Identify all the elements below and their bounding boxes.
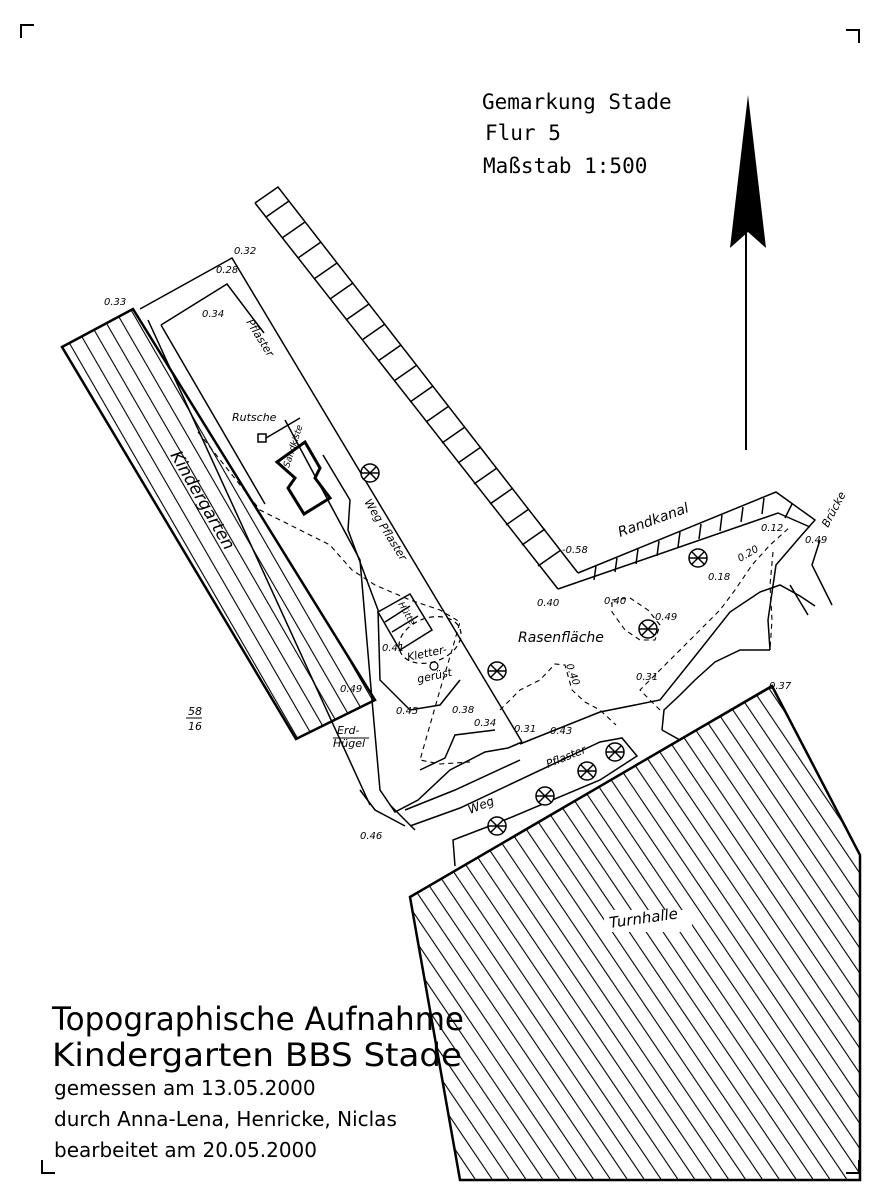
height-value: 0.28 (216, 265, 238, 276)
tree-icon (487, 661, 507, 681)
klettergeruest-label-1: Kletter- (406, 643, 448, 664)
tree-icon (487, 816, 507, 836)
north-arrow-icon (730, 95, 766, 450)
rutsche-label: Rutsche (232, 411, 277, 424)
kindergarten-building (60, 307, 377, 741)
klettergeruest-label-2: gerüst (416, 666, 454, 686)
height-value: 0.34 (202, 309, 224, 320)
rasenflaeche-label: Rasenfläche (518, 630, 604, 646)
title-line-2: Kindergarten BBS Stade (52, 1036, 462, 1074)
klettergeruest-marker (429, 661, 439, 671)
playground-boundary (139, 256, 523, 806)
tree-icon (535, 786, 555, 806)
height-value: 0.49 (655, 612, 677, 623)
inner-walkway (284, 419, 523, 831)
edited-date: bearbeitet am 20.05.2000 (54, 1138, 317, 1162)
height-value: 0.38 (452, 705, 474, 716)
klettergeruest-outline (398, 616, 462, 664)
turnhalle-label-bg (604, 910, 692, 932)
bruecke-label: Brücke (819, 489, 849, 529)
height-value: 0.12 (761, 523, 783, 534)
measured-date: gemessen am 13.05.2000 (54, 1076, 316, 1100)
sandkiste-outline (274, 439, 333, 517)
height-value: 0.20 (736, 544, 761, 565)
surveyors: durch Anna-Lena, Henricke, Niclas (54, 1107, 397, 1131)
turnhalle-building (408, 684, 862, 1182)
height-value: 0.32 (234, 246, 256, 257)
tree-icon (638, 619, 658, 639)
weg-label: Weg (466, 794, 497, 817)
dashed-lines (197, 431, 791, 765)
gemarkung-label: Gemarkung Stade (482, 90, 672, 114)
height-value: 0.33 (104, 297, 126, 308)
rutsche-marker (257, 433, 267, 443)
bridge (767, 536, 833, 651)
height-value: 0.43 (550, 726, 572, 737)
sandkiste-label: Sandkiste (282, 423, 305, 468)
height-value: 0.41 (382, 643, 404, 654)
title-line-1: Topographische Aufnahme (51, 1000, 464, 1038)
weg-pflaster-strip (404, 737, 639, 867)
huette (376, 592, 434, 652)
height-value: 0.37 (769, 681, 792, 692)
pflaster-label-top: Pflaster (243, 317, 277, 361)
tree-icon (688, 548, 708, 568)
parcel-denominator: 16 (188, 720, 202, 733)
randkanal-strip (557, 491, 817, 590)
height-value: 0.40 (563, 662, 581, 687)
erdhuegel-label-1: Erd- (337, 724, 359, 737)
tree-icon (577, 761, 597, 781)
height-value: 0.49 (805, 535, 827, 546)
height-value: -0.58 (562, 545, 588, 556)
height-value: 0.40 (537, 598, 559, 609)
height-value: 0.46 (360, 831, 382, 842)
height-value: 0.45 (396, 706, 418, 717)
rutsche-slide (265, 417, 301, 439)
weg-pflaster-label: Weg Pflaster (361, 497, 410, 564)
height-value: 0.40 (604, 596, 626, 607)
parcel-number: 58 (188, 705, 202, 718)
erdhuegel-label-2: Hügel (333, 737, 365, 750)
flur-label: Flur 5 (485, 121, 561, 145)
tree-icon (360, 463, 380, 483)
height-value: 0.49 (340, 684, 362, 695)
height-value: 0.18 (708, 572, 730, 583)
scale-label: Maßstab 1:500 (483, 154, 647, 178)
paved-strip-north (254, 185, 579, 590)
tree-icon (605, 742, 625, 762)
height-value: 0.34 (474, 718, 496, 729)
height-value: 0.31 (636, 672, 658, 683)
tree-icons (360, 463, 708, 836)
height-value: 0.31 (514, 724, 536, 735)
